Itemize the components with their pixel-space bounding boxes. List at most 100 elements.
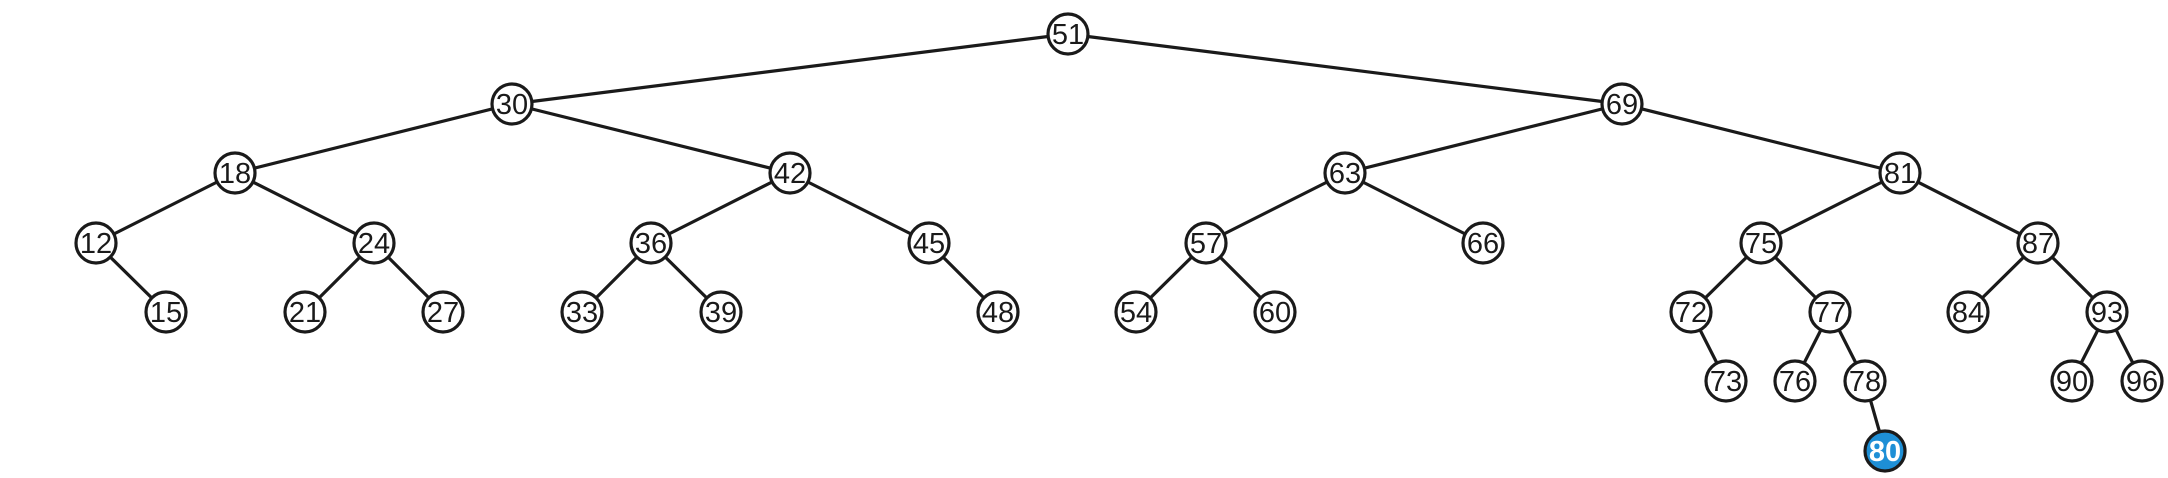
tree-nodes: 51 30 69 18 42 63 81 12 24 36 45 57 66 75 87 15 21 27 33 39… — [74, 12, 2164, 473]
node-circle — [1114, 290, 1158, 334]
node-circle — [1046, 12, 1090, 56]
node-label: 51 — [1052, 19, 1084, 51]
node-circle — [144, 290, 188, 334]
tree-node-69: 69 — [1600, 82, 1644, 126]
node-label: 48 — [982, 297, 1014, 329]
node-circle — [1600, 82, 1644, 126]
node-label: 18 — [219, 158, 251, 190]
node-label: 33 — [566, 297, 598, 329]
edge-18-12 — [94, 171, 237, 245]
node-label: 24 — [358, 228, 390, 260]
node-circle — [1184, 221, 1228, 265]
node-label: 87 — [2022, 228, 2054, 260]
node-label: 90 — [2056, 366, 2088, 398]
node-circle — [907, 221, 951, 265]
node-label: 76 — [1779, 366, 1811, 398]
tree-node-73: 73 — [1704, 359, 1748, 403]
node-circle — [1253, 290, 1297, 334]
node-label: 73 — [1710, 366, 1742, 398]
node-circle — [699, 290, 743, 334]
node-label: 69 — [1606, 89, 1638, 121]
node-label: 96 — [2126, 366, 2158, 398]
node-circle — [490, 82, 534, 126]
tree-node-81: 81 — [1878, 151, 1922, 195]
node-label: 81 — [1884, 158, 1916, 190]
node-label: 39 — [705, 297, 737, 329]
node-label: 15 — [150, 297, 182, 329]
tree-edges — [94, 32, 2144, 453]
node-label: 77 — [1814, 297, 1846, 329]
tree-node-21: 21 — [283, 290, 327, 334]
node-label: 42 — [774, 158, 806, 190]
node-circle — [352, 221, 396, 265]
node-circle — [2120, 359, 2164, 403]
tree-node-66: 66 — [1461, 221, 1505, 265]
edge-18-24 — [233, 171, 376, 245]
tree-node-54: 54 — [1114, 290, 1158, 334]
edge-30-18 — [233, 102, 514, 175]
node-label: 54 — [1120, 297, 1152, 329]
node-circle — [1669, 290, 1713, 334]
node-label: 27 — [427, 297, 459, 329]
tree-node-27: 27 — [421, 290, 465, 334]
node-circle — [1773, 359, 1817, 403]
node-circle — [1461, 221, 1505, 265]
node-circle — [2085, 290, 2129, 334]
tree-node-96: 96 — [2120, 359, 2164, 403]
node-label: 60 — [1259, 297, 1291, 329]
tree-node-63: 63 — [1323, 151, 1367, 195]
tree-node-87: 87 — [2016, 221, 2060, 265]
node-circle — [1323, 151, 1367, 195]
node-label: 36 — [635, 228, 667, 260]
tree-node-78: 78 — [1843, 359, 1887, 403]
node-circle — [1946, 290, 1990, 334]
highlighted-node-circle — [1863, 429, 1907, 473]
tree-node-42: 42 — [768, 151, 812, 195]
edge-42-45 — [788, 171, 931, 245]
tree-node-84: 84 — [1946, 290, 1990, 334]
tree-node-72: 72 — [1669, 290, 1713, 334]
node-circle — [1808, 290, 1852, 334]
tree-node-48: 48 — [976, 290, 1020, 334]
tree-node-93: 93 — [2085, 290, 2129, 334]
node-label: 84 — [1952, 297, 1984, 329]
node-circle — [560, 290, 604, 334]
tree-node-60: 60 — [1253, 290, 1297, 334]
tree-node-76: 76 — [1773, 359, 1817, 403]
node-circle — [283, 290, 327, 334]
edge-42-36 — [649, 171, 792, 245]
tree-node-80: 80 — [1863, 429, 1907, 473]
tree-node-57: 57 — [1184, 221, 1228, 265]
tree-node-51: 51 — [1046, 12, 1090, 56]
node-circle — [1843, 359, 1887, 403]
node-label: 75 — [1745, 228, 1777, 260]
tree-node-18: 18 — [213, 151, 257, 195]
edge-30-42 — [510, 102, 792, 175]
node-circle — [1704, 359, 1748, 403]
node-circle — [1739, 221, 1783, 265]
node-label: 45 — [913, 228, 945, 260]
tree-node-33: 33 — [560, 290, 604, 334]
tree-node-75: 75 — [1739, 221, 1783, 265]
node-label: 93 — [2091, 297, 2123, 329]
node-label: 78 — [1849, 366, 1881, 398]
tree-node-12: 12 — [74, 221, 118, 265]
edge-51-69 — [1066, 32, 1624, 106]
node-label: 21 — [289, 297, 321, 329]
node-label: 66 — [1467, 228, 1499, 260]
node-circle — [2016, 221, 2060, 265]
tree-node-36: 36 — [629, 221, 673, 265]
node-label: 72 — [1675, 297, 1707, 329]
node-circle — [629, 221, 673, 265]
node-circle — [976, 290, 1020, 334]
tree-node-30: 30 — [490, 82, 534, 126]
node-circle — [768, 151, 812, 195]
node-circle — [1878, 151, 1922, 195]
tree-node-77: 77 — [1808, 290, 1852, 334]
tree-node-39: 39 — [699, 290, 743, 334]
edge-81-75 — [1759, 171, 1902, 245]
node-circle — [74, 221, 118, 265]
edge-69-63 — [1343, 102, 1624, 175]
edge-63-66 — [1343, 171, 1485, 245]
